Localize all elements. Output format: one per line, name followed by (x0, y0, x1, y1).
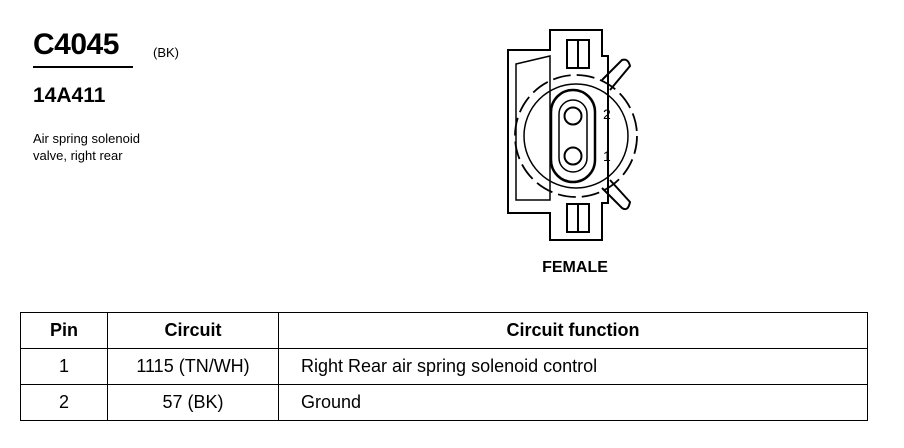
part-number: 14A411 (33, 84, 106, 107)
header-circuit: Circuit (107, 312, 279, 349)
inner-ring (523, 83, 629, 189)
connector-housing (507, 29, 609, 241)
pin-number: 2 (20, 384, 108, 421)
pin-table: Pin Circuit Circuit function 1 1115 (TN/… (20, 312, 868, 421)
table-row: 2 57 (BK) Ground (20, 384, 868, 421)
connector-id-underline (33, 66, 133, 68)
circuit-code: 57 (BK) (107, 384, 279, 421)
connector-id: C4045 (33, 28, 119, 61)
circuit-code: 1115 (TN/WH) (107, 348, 279, 385)
header-circuit-function: Circuit function (278, 312, 868, 349)
table-row: 1 1115 (TN/WH) Right Rear air spring sol… (20, 348, 868, 385)
description-line-2: valve, right rear (33, 148, 123, 163)
upper-latch-arm (601, 58, 632, 91)
header-pin: Pin (20, 312, 108, 349)
terminal-slot-outer (549, 88, 597, 184)
circuit-function: Right Rear air spring solenoid control (278, 348, 868, 385)
circuit-function: Ground (278, 384, 868, 421)
connector-gender-label: FEMALE (542, 259, 608, 276)
lower-latch-arm (601, 179, 632, 211)
connector-face-diagram: 2 1 (507, 29, 638, 241)
pin-number: 1 (20, 348, 108, 385)
pin-2-cavity (563, 106, 583, 126)
connector-description: Air spring solenoid valve, right rear (33, 130, 233, 164)
pin-label-2: 2 (603, 106, 611, 122)
pin-1-cavity (563, 146, 583, 166)
pin-label-1: 1 (603, 148, 611, 164)
description-line-1: Air spring solenoid (33, 131, 140, 146)
seal-ring (514, 74, 638, 198)
terminal-slot-inner (558, 99, 588, 173)
color-code: (BK) (153, 45, 179, 60)
table-header-row: Pin Circuit Circuit function (20, 312, 868, 349)
